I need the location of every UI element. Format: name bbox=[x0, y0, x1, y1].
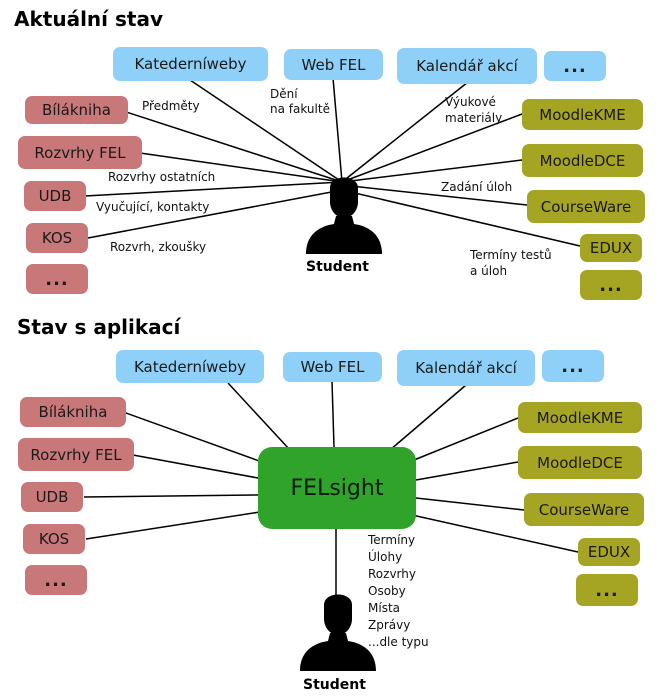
heading-with-app: Stav s aplikací bbox=[17, 315, 181, 339]
box-udb-2: UDB bbox=[21, 482, 83, 512]
box-web-fel-2: Web FEL bbox=[283, 352, 382, 382]
box-web-fel-1: Web FEL bbox=[284, 49, 383, 80]
feature-rozvrhy: Rozvrhy bbox=[368, 567, 416, 581]
student-icon-1 bbox=[306, 177, 382, 254]
label-zadani-uloh: Zadání úloh bbox=[441, 180, 513, 194]
student-label-1: Student bbox=[306, 259, 369, 275]
label-predmety: Předměty bbox=[142, 99, 200, 113]
box-left-more-2: ... bbox=[25, 565, 87, 595]
box-right-more-1: ... bbox=[580, 270, 642, 300]
box-edux-2: EDUX bbox=[578, 538, 640, 566]
label-a-uloh: a úloh bbox=[470, 264, 508, 278]
box-bilaknіha-2: Bíláknіha bbox=[20, 397, 126, 427]
box-katedernі-weby-2: Katederníweby bbox=[116, 350, 264, 383]
feature-dle-typu: ...dle typu bbox=[368, 635, 429, 649]
box-moodle-dce-2: MoodleDCE bbox=[518, 446, 642, 479]
box-moodle-kme-2: MoodleKME bbox=[518, 402, 642, 433]
box-right-more-2: ... bbox=[576, 574, 638, 606]
student-icon-2 bbox=[300, 594, 376, 671]
box-rozvrhy-fel-2: Rozvrhy FEL bbox=[18, 438, 134, 471]
box-kalendar-akci-2: Kalendář akcí bbox=[397, 350, 535, 386]
box-katedernі-weby-1: Katederníweby bbox=[113, 47, 268, 81]
label-rozvrhy-ostatnich: Rozvrhy ostatních bbox=[108, 170, 216, 184]
box-rozvrhy-fel-1: Rozvrhy FEL bbox=[18, 136, 142, 169]
feature-mista: Místa bbox=[368, 601, 400, 615]
box-courseware-1: CourseWare bbox=[527, 190, 645, 223]
box-kos-2: KOS bbox=[23, 524, 85, 554]
label-vyukove: Výukové bbox=[445, 95, 496, 109]
box-moodle-kme-1: MoodleKME bbox=[522, 99, 643, 130]
box-bilaknіha-1: Bíláknіha bbox=[25, 96, 128, 124]
label-materialy: materiály bbox=[445, 111, 503, 125]
box-kalendar-akci-1: Kalendář akcí bbox=[397, 48, 537, 84]
box-top-more-2: ... bbox=[542, 350, 604, 382]
feature-osoby: Osoby bbox=[368, 584, 406, 598]
box-courseware-2: CourseWare bbox=[524, 493, 644, 526]
heading-current-state: Aktuální stav bbox=[14, 7, 163, 31]
box-top-more-1: ... bbox=[544, 51, 606, 81]
label-vyucujici-kontakty: Vyučující, kontakty bbox=[96, 200, 210, 214]
student-label-2: Student bbox=[303, 677, 366, 693]
box-moodle-dce-1: MoodleDCE bbox=[522, 144, 643, 177]
felsight-hub: FELsight bbox=[258, 447, 416, 529]
feature-ulohy: Úlohy bbox=[368, 550, 403, 564]
box-left-more-1: ... bbox=[26, 264, 88, 294]
box-edux-1: EDUX bbox=[580, 234, 642, 262]
feature-zpravy: Zprávy bbox=[368, 618, 411, 632]
label-terminy-testu: Termíny testů bbox=[470, 248, 552, 262]
feature-terminy: Termíny bbox=[368, 533, 416, 547]
label-na-fakulte: na fakultě bbox=[270, 102, 330, 116]
box-udb-1: UDB bbox=[24, 181, 86, 211]
label-deni: Dění bbox=[270, 87, 298, 101]
label-rozvrh-zkousky: Rozvrh, zkoušky bbox=[110, 240, 207, 254]
box-kos-1: KOS bbox=[26, 223, 88, 253]
